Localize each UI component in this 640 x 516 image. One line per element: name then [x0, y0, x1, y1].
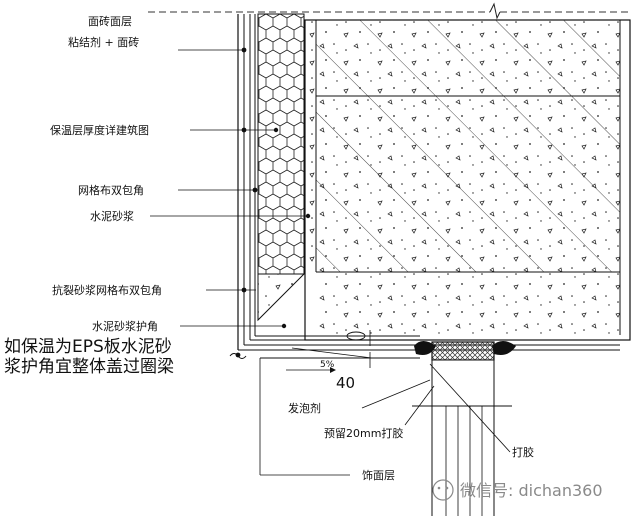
- insulation-marker: [273, 127, 279, 133]
- insulation-layer: [257, 13, 306, 322]
- note-line-1: 如保温为EPS板水泥砂: [4, 337, 172, 357]
- label-mesh-double: 网格布双包角: [78, 183, 144, 197]
- window-frame: [412, 341, 516, 516]
- label-mortar-corner: 水泥砂浆护角: [92, 319, 158, 333]
- label-reserve-gap: 预留20mm打胶: [324, 426, 403, 440]
- dimension-size: 40: [336, 374, 355, 392]
- label-sealant: 打胶: [512, 445, 534, 459]
- wechat-icon: [432, 479, 454, 501]
- concrete-slab: [304, 19, 631, 341]
- label-insulation: 保温层厚度详建筑图: [50, 123, 149, 137]
- label-foam-agent: 发泡剂: [288, 401, 321, 415]
- note-line-2: 浆护角宜整体盖过圈梁: [4, 357, 174, 377]
- drip-edge: [229, 331, 420, 475]
- label-tile-layer: 面砖面层: [88, 14, 132, 28]
- corner-marker: [281, 323, 287, 329]
- label-cement-mortar: 水泥砂浆: [90, 209, 134, 223]
- label-adhesive-tile: 粘结剂 + 面砖: [68, 35, 139, 49]
- mortar-marker: [305, 213, 311, 219]
- watermark: 微信号: dichan360: [432, 479, 603, 501]
- leader-lines: [150, 49, 511, 476]
- top-break-line: [148, 2, 630, 20]
- label-anticrack-mesh: 抗裂砂浆网格布双包角: [52, 283, 162, 297]
- label-finish-layer: 饰面层: [362, 468, 395, 482]
- dimension-slope: 5%: [320, 360, 335, 370]
- watermark-text: 微信号: dichan360: [460, 481, 603, 500]
